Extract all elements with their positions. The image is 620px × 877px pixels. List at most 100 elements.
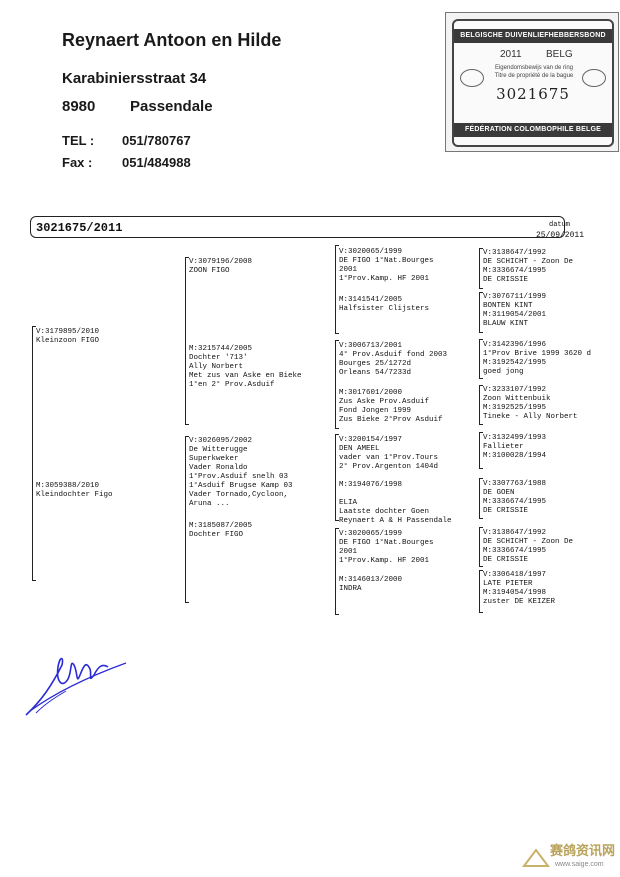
pedigree-line: Dochter FIGO [189, 531, 244, 539]
pedigree-line: Met zus van Aske en Bieke [189, 372, 302, 380]
pedigree-line: M:3017601/2000 [339, 389, 403, 397]
pedigree-line: V:3142396/1996 [483, 341, 547, 349]
pedigree-bracket-tick [185, 436, 189, 437]
pedigree-line: Vader Tornado,Cycloon, [189, 491, 289, 499]
pedigree-line: 1°Prov.Asduif snelh 03 [189, 473, 289, 481]
pedigree-line: Zoon Wittenbuik [483, 395, 551, 403]
pedigree-bracket-tick [479, 332, 483, 333]
pedigree-bracket [32, 326, 33, 580]
pedigree-bracket [479, 527, 480, 566]
pedigree-bracket-tick [479, 378, 483, 379]
certificate-band-top: BELGISCHE DUIVENLIEFHEBBERSBOND [454, 29, 612, 43]
pedigree-line: V:3306418/1997 [483, 571, 547, 579]
pedigree-line: Orleans 54/7233d [339, 369, 412, 377]
certificate-country: BELG [546, 49, 573, 60]
pedigree-line: M:3141541/2005 [339, 296, 403, 304]
pigeon-logo-icon [522, 848, 550, 867]
pedigree-entry: M:3059388/2010 Kleindochter Figo [36, 482, 113, 500]
pedigree-entry: V:3020065/1999 DE FIGO 1°Nat.Bourges 200… [339, 530, 434, 566]
pedigree-entry: M:3215744/2005 Dochter '713' Ally Norber… [189, 345, 302, 390]
pedigree-line: V:3020065/1999 [339, 248, 403, 256]
owner-name: Reynaert Antoon en Hilde [62, 30, 282, 50]
pedigree-line: M:3119054/2001 [483, 311, 547, 319]
pedigree-line: Fond Jongen 1999 [339, 407, 412, 415]
pedigree-line: Reynaert A & H Passendale [339, 517, 452, 525]
pedigree-bracket-tick [479, 292, 483, 293]
pedigree-bracket-tick [479, 468, 483, 469]
pedigree-line: 1°Prov.Kamp. HF 2001 [339, 275, 430, 283]
pedigree-line: DE CRISSIE [483, 556, 529, 564]
pedigree-bracket [335, 340, 336, 428]
pedigree-entry: V:3079196/2008 ZOON FIGO [189, 258, 252, 276]
pedigree-line: DE SCHICHT - Zoon De [483, 258, 574, 266]
pedigree-line: INDRA [339, 585, 362, 593]
certificate-frame: BELGISCHE DUIVENLIEFHEBBERSBOND 2011 BEL… [452, 19, 614, 147]
pedigree-entry: M:3194076/1998 ELIA Laatste dochter Goen… [339, 481, 452, 526]
pedigree-line: vader van 1°Prov.Tours [339, 454, 439, 462]
pedigree-line: DE CRISSIE [483, 276, 529, 284]
pedigree-bracket-tick [479, 432, 483, 433]
pedigree-line: M:3194054/1998 [483, 589, 547, 597]
pedigree-line: V:3079196/2008 [189, 258, 253, 266]
pedigree-line: V:3132499/1993 [483, 434, 547, 442]
pedigree-line: V:3233107/1992 [483, 386, 547, 394]
pedigree-line: ZOON FIGO [189, 267, 230, 275]
pedigree-bracket-tick [479, 248, 483, 249]
pedigree-line: M:3336674/1995 [483, 547, 547, 555]
pedigree-line: DEN AMEEL [339, 445, 380, 453]
pedigree-line: M:3215744/2005 [189, 345, 253, 353]
pedigree-line: 2001 [339, 266, 358, 274]
owner-street: Karabiniersstraat 34 [62, 70, 207, 87]
pedigree-bracket-tick [335, 333, 339, 334]
pedigree-bracket [479, 339, 480, 378]
certificate-band-bottom: FÉDÉRATION COLOMBOPHILE BELGE [454, 123, 612, 137]
pedigree-line: Aruna ... [189, 500, 230, 508]
pedigree-line: M:3185087/2005 [189, 522, 253, 530]
ownership-certificate: BELGISCHE DUIVENLIEFHEBBERSBOND 2011 BEL… [445, 12, 619, 152]
pedigree-line: Tineke - Ally Norbert [483, 413, 578, 421]
ring-number: 3021675/2011 [36, 221, 123, 235]
pedigree-line [483, 461, 546, 470]
pedigree-line: Halfsister Clijsters [339, 305, 430, 313]
tel-label: TEL : [62, 133, 95, 148]
pedigree-line: 2001 [339, 548, 358, 556]
tel-value: 051/780767 [122, 133, 191, 148]
pedigree-line: V:3307763/1988 [483, 480, 547, 488]
pedigree-bracket-tick [479, 424, 483, 425]
pedigree-bracket-tick [479, 570, 483, 571]
pedigree-line: V:3020065/1999 [339, 530, 403, 538]
pedigree-bracket-tick [479, 566, 483, 567]
pedigree-bracket-tick [479, 527, 483, 528]
pedigree-bracket-tick [479, 288, 483, 289]
pedigree-entry: M:3017601/2000 Zus Aske Prov.Asduif Fond… [339, 389, 443, 425]
pedigree-entry: V:3006713/2001 4° Prov.Asduif fond 2003 … [339, 342, 447, 378]
pedigree-bracket [335, 434, 336, 520]
pedigree-bracket-tick [335, 340, 339, 341]
datum-label: datum [549, 221, 571, 229]
emblem-left-icon [460, 69, 484, 87]
pedigree-line: Laatste dochter Goen [339, 508, 430, 516]
pedigree-bracket-tick [479, 518, 483, 519]
pedigree-line: V:3076711/1999 [483, 293, 547, 301]
pedigree-line: DE SCHICHT - Zoon De [483, 538, 574, 546]
pedigree-line: zuster DE KEIZER [483, 598, 556, 606]
pedigree-line: DE FIGO 1°Nat.Bourges [339, 257, 434, 265]
pedigree-bracket [479, 478, 480, 518]
pedigree-line: BLAUW KINT [483, 320, 529, 328]
pedigree-bracket-tick [479, 612, 483, 613]
pedigree-bracket [479, 570, 480, 612]
pedigree-line: goed jong [483, 368, 524, 376]
pedigree-entry: M:3141541/2005 Halfsister Clijsters [339, 296, 429, 314]
pedigree-line: 4° Prov.Asduif fond 2003 [339, 351, 448, 359]
pedigree-line: Fallieter [483, 443, 524, 451]
pedigree-bracket-tick [32, 580, 36, 581]
pedigree-line: 1°en 2° Prov.Asduif [189, 381, 275, 389]
pedigree-line: Dochter '713' [189, 354, 248, 362]
pedigree-line [339, 490, 452, 499]
pedigree-entry: M:3185087/2005 Dochter FIGO [189, 522, 252, 540]
pedigree-line: V:3138647/1992 [483, 529, 547, 537]
pedigree-line: Zus Bieke 2°Prov Asduif [339, 416, 443, 424]
pedigree-line: ELIA [339, 499, 358, 507]
